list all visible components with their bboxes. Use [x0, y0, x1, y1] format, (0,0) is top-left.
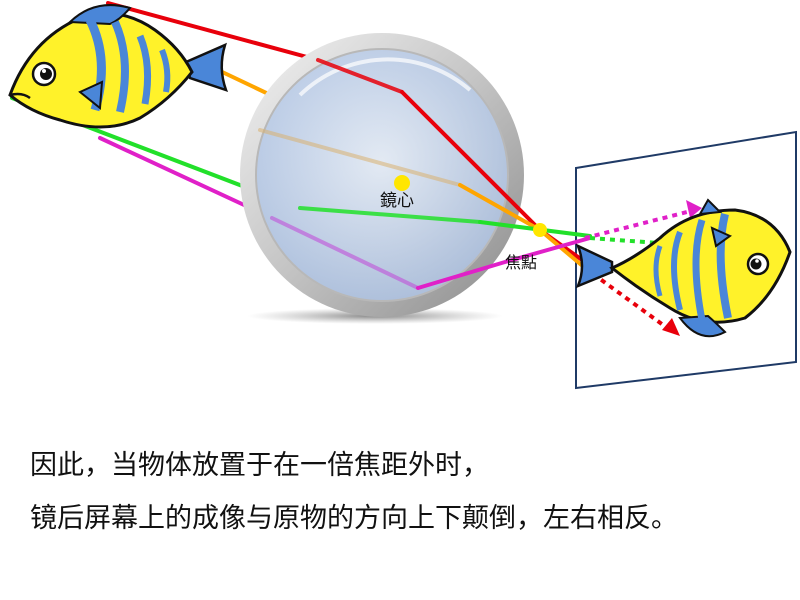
- projection-arrows: [583, 208, 781, 332]
- focal-point-label: 焦點: [505, 253, 537, 272]
- inverted-fish-icon: [575, 198, 792, 338]
- ray-red-incoming: [106, 1, 320, 62]
- fish-icon: [8, 4, 229, 129]
- lens-center-dot: [394, 175, 410, 191]
- caption-line-2: 镜后屏幕上的成像与原物的方向上下颠倒，左右相反。: [30, 503, 678, 534]
- lens-center-label: 鏡心: [380, 191, 414, 211]
- caption-line-1: 因此，当物体放置于在一倍焦距外时，: [30, 450, 489, 481]
- refracted-rays-inside: [258, 58, 482, 290]
- ray-magenta-outgoing: [416, 236, 592, 290]
- focal-point-dot: [533, 223, 547, 237]
- convex-lens-icon: [240, 33, 524, 317]
